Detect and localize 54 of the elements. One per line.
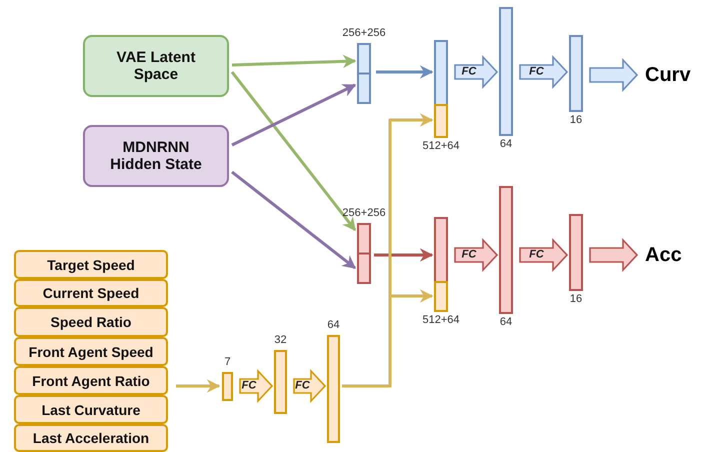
edge-label: FC: [242, 380, 256, 392]
layer-size-label: 16: [570, 114, 582, 126]
input-source-box: MDNRNN Hidden State: [83, 125, 229, 187]
layer-bar: [434, 217, 448, 312]
block-arrow: [293, 368, 326, 404]
layer-bar: [222, 372, 233, 401]
block-arrow: [589, 58, 638, 92]
layer-bar: [357, 43, 371, 104]
edge-label: FC: [295, 380, 310, 392]
block-arrow: [454, 54, 498, 90]
layer-size-label: 256+256: [342, 27, 386, 39]
output-label: Curv: [645, 60, 704, 90]
layer-size-label: 32: [274, 334, 287, 346]
arrow: [176, 379, 220, 393]
layer-bar: [499, 7, 513, 136]
layer-size-label: 64: [500, 316, 512, 328]
input-feature-box: Front Agent Speed: [14, 337, 168, 366]
arrow: [376, 65, 434, 79]
input-feature-box: Last Acceleration: [14, 424, 168, 452]
block-arrow: [239, 368, 274, 404]
block-arrow: [519, 54, 568, 90]
layer-bar: [499, 186, 513, 314]
layer-size-label: 16: [570, 293, 582, 305]
layer-size-label: 64: [327, 319, 340, 331]
arrow: [231, 170, 356, 270]
input-feature-box: Speed Ratio: [14, 307, 168, 337]
arrow: [230, 71, 356, 232]
layer-bar: [569, 214, 583, 291]
input-feature-box: Target Speed: [14, 250, 168, 279]
edge-label: FC: [462, 66, 476, 78]
layer-size-label: 256+256: [342, 207, 386, 219]
layer-size-label: 64: [500, 138, 512, 150]
edge-label: FC: [529, 250, 544, 260]
input-feature-box: Last Curvature: [14, 395, 168, 424]
layer-bar: [434, 40, 448, 138]
edge-label: FC: [529, 66, 544, 78]
layer-bar: [274, 350, 287, 414]
input-source-box: VAE Latent Space: [83, 35, 229, 97]
block-arrow: [589, 238, 638, 272]
arrow: [232, 54, 356, 68]
arrow: [231, 84, 356, 146]
layer-bar: [357, 223, 371, 284]
input-feature-box: Current Speed: [14, 279, 168, 307]
block-arrow: [519, 238, 568, 272]
edge-label: FC: [462, 250, 476, 260]
output-label: Acc: [645, 240, 704, 270]
arrow: [374, 248, 434, 262]
layer-size-label: 512+64: [422, 140, 460, 152]
layer-size-label: 7: [224, 356, 231, 368]
layer-bar: [569, 35, 583, 112]
block-arrow: [454, 238, 498, 272]
layer-bar: [327, 335, 340, 443]
input-feature-box: Front Agent Ratio: [14, 366, 168, 395]
layer-size-label: 512+64: [422, 314, 460, 326]
